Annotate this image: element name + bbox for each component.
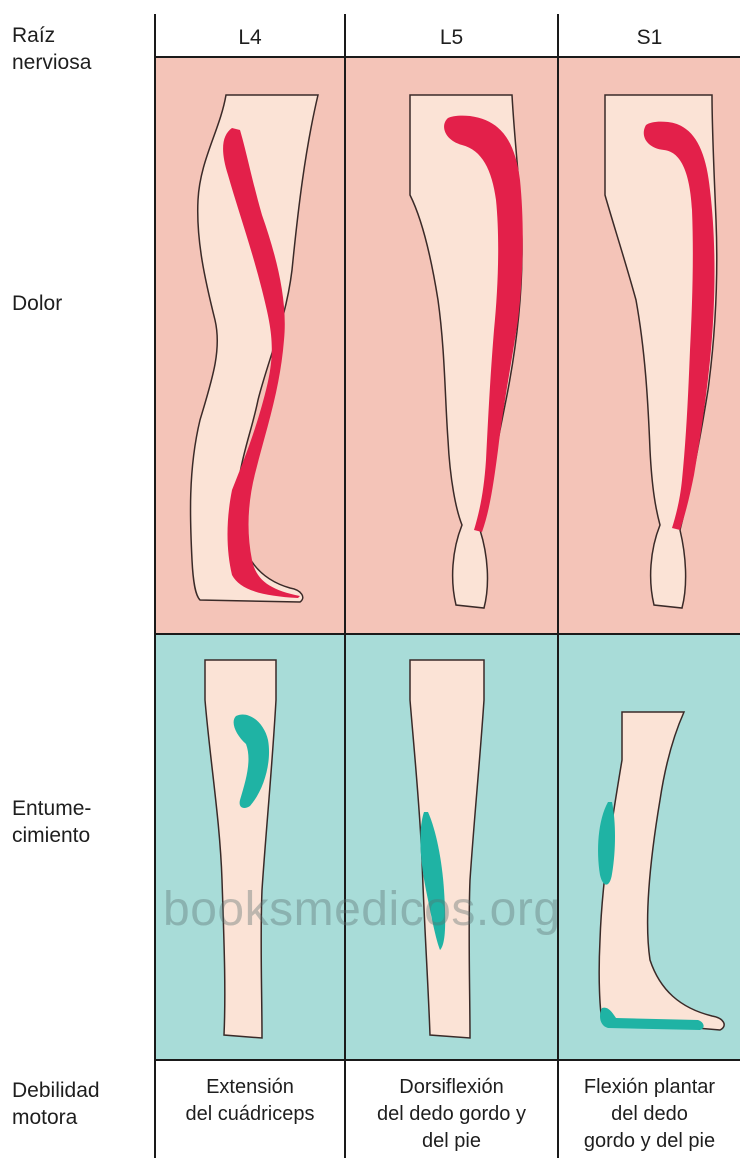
row-label-motor-weakness: Debilidad motora (12, 1077, 100, 1131)
row-label-numbness: Entume- cimiento (12, 795, 91, 849)
l5-pain-leg-illustration (410, 95, 523, 608)
watermark: booksmedicos.org (163, 882, 561, 937)
l4-pain-leg-illustration (190, 95, 318, 602)
grid-line-header (154, 56, 740, 58)
grid-line-numb-weak (154, 1059, 740, 1061)
weakness-s1: Flexión plantar del dedo gordo y del pie (559, 1074, 740, 1155)
grid-line-pain-numb (154, 633, 740, 635)
leg-outline (190, 95, 318, 602)
weakness-l4: Extensión del cuádriceps (156, 1074, 344, 1128)
weakness-l5: Dorsiflexión del dedo gordo y del pie (346, 1074, 557, 1155)
column-header-s1: S1 (559, 26, 740, 50)
column-header-l4: L4 (156, 26, 344, 50)
grid-line-col3 (557, 14, 559, 1158)
s1-numbness-leg-illustration (598, 712, 724, 1030)
l5-numbness-leg-illustration (410, 660, 484, 1038)
leg-outline (599, 712, 724, 1030)
grid-line-col2 (344, 14, 346, 1158)
grid-line-left (154, 14, 156, 1158)
l4-numbness-leg-illustration (205, 660, 276, 1038)
row-label-nerve-root: Raíz nerviosa (12, 22, 91, 76)
s1-pain-leg-illustration (605, 95, 717, 608)
column-header-l5: L5 (346, 26, 557, 50)
row-label-pain: Dolor (12, 290, 62, 317)
